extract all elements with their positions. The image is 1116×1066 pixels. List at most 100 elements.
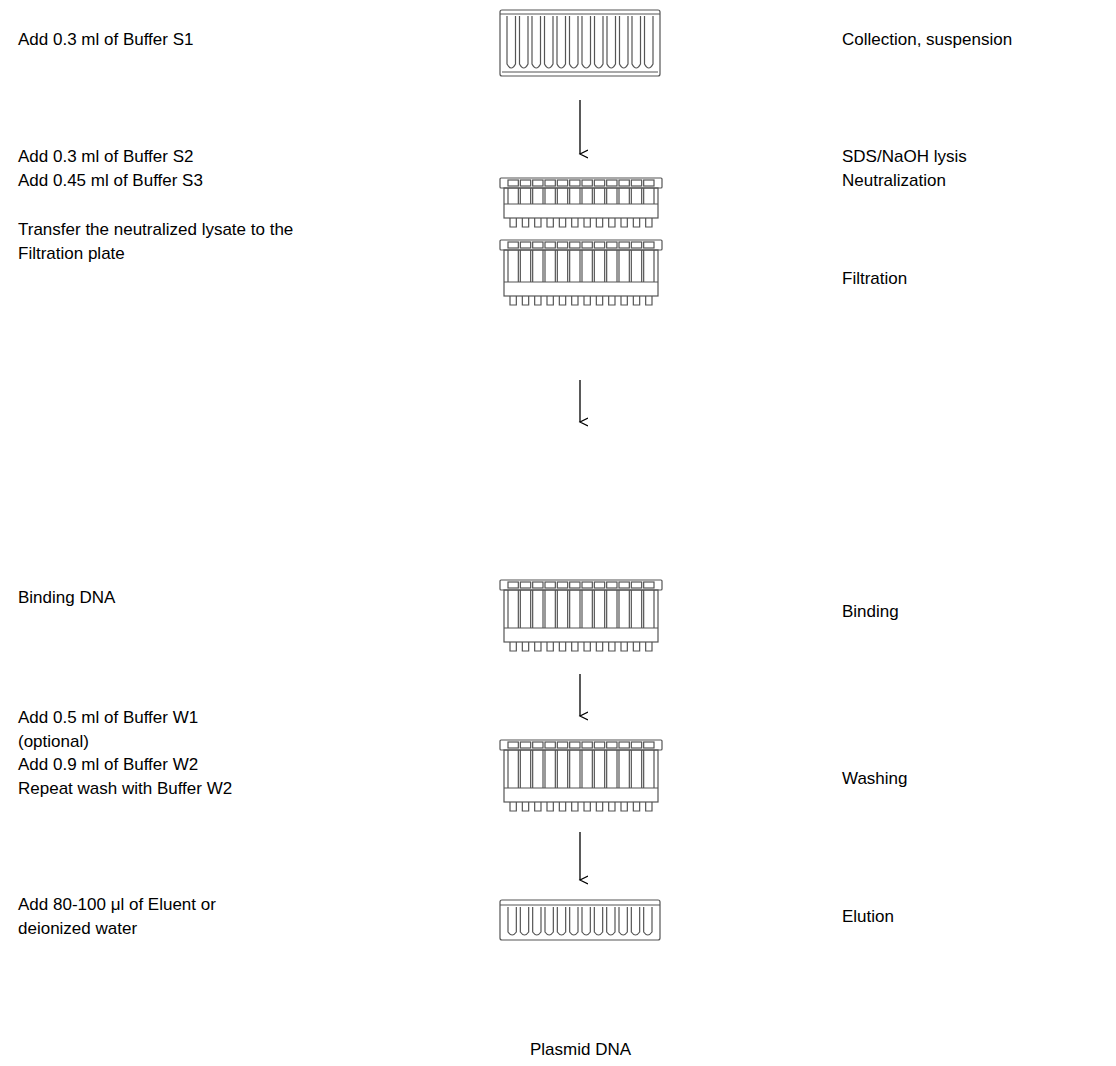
plate-stroke bbox=[533, 582, 543, 588]
plate-stroke bbox=[653, 750, 654, 788]
plate-stroke bbox=[621, 218, 627, 227]
plate-stroke bbox=[619, 582, 629, 588]
plate-stroke bbox=[533, 742, 543, 748]
plate-stroke bbox=[507, 16, 516, 68]
plate-stroke bbox=[572, 642, 578, 651]
plate-stroke bbox=[544, 250, 545, 282]
product-label: Plasmid DNA bbox=[530, 1038, 730, 1062]
plate-stroke bbox=[592, 188, 593, 204]
plate-stroke bbox=[544, 750, 545, 788]
plate-stroke bbox=[631, 742, 641, 748]
plate-stroke bbox=[557, 742, 567, 748]
plate-stroke bbox=[545, 582, 555, 588]
plate-stroke bbox=[530, 590, 531, 628]
plate-stroke bbox=[572, 802, 578, 811]
plate-stroke bbox=[581, 750, 582, 788]
plate-stroke bbox=[520, 250, 521, 282]
plate-stroke bbox=[633, 642, 639, 651]
plate-stroke bbox=[631, 242, 641, 248]
plate-stroke bbox=[581, 590, 582, 628]
plate-stroke bbox=[532, 750, 533, 788]
plate-stroke bbox=[581, 188, 582, 204]
plate-stroke bbox=[569, 750, 570, 788]
plate-stroke bbox=[653, 590, 654, 628]
plate-stroke bbox=[609, 642, 615, 651]
plate-stroke bbox=[579, 188, 580, 204]
plate-stroke bbox=[594, 582, 604, 588]
plate-stroke bbox=[504, 787, 658, 788]
plate-stroke bbox=[520, 242, 530, 248]
step-name: Neutralization bbox=[842, 169, 1102, 193]
plate-stroke bbox=[510, 296, 516, 305]
plate-stroke bbox=[533, 242, 543, 248]
plate-stroke bbox=[557, 180, 567, 186]
plate-stroke bbox=[547, 218, 553, 227]
plate-stroke bbox=[504, 203, 658, 204]
plate-stroke bbox=[584, 218, 590, 227]
step-name: Filtration bbox=[842, 267, 1102, 291]
plate-stroke bbox=[518, 250, 519, 282]
step-instruction: Add 0.45 ml of Buffer S3 bbox=[18, 169, 338, 193]
plate-stroke bbox=[557, 590, 558, 628]
plate-stroke bbox=[520, 750, 521, 788]
plate-stroke bbox=[643, 250, 644, 282]
plate-stroke bbox=[653, 188, 654, 204]
plate-stroke bbox=[644, 180, 654, 186]
plate-stroke bbox=[620, 16, 629, 68]
step-instruction: Binding DNA bbox=[18, 586, 338, 610]
plate-stroke bbox=[579, 250, 580, 282]
plate-stroke bbox=[555, 750, 556, 788]
plate-stroke bbox=[643, 188, 644, 204]
plate-stroke bbox=[557, 750, 558, 788]
plate-stroke bbox=[633, 296, 639, 305]
plate-stroke bbox=[520, 907, 528, 935]
plate-stroke bbox=[500, 900, 660, 940]
plate-stroke bbox=[606, 188, 607, 204]
plate-stroke bbox=[544, 590, 545, 628]
plate-stroke bbox=[510, 218, 516, 227]
plate-stroke bbox=[569, 188, 570, 204]
plate-stroke bbox=[522, 296, 528, 305]
plate-stroke bbox=[557, 188, 558, 204]
plate-stroke bbox=[520, 180, 530, 186]
plate-stroke bbox=[616, 188, 617, 204]
plate-stroke bbox=[621, 642, 627, 651]
plate-stroke bbox=[607, 180, 617, 186]
plate-stroke bbox=[555, 250, 556, 282]
plate-stroke bbox=[545, 16, 554, 68]
plate-stroke bbox=[555, 590, 556, 628]
plate-stroke bbox=[557, 582, 567, 588]
plate-stroke bbox=[619, 742, 629, 748]
plate-stroke bbox=[607, 16, 616, 68]
plate-stroke bbox=[535, 296, 541, 305]
plate-stroke bbox=[545, 180, 555, 186]
plate-stroke bbox=[616, 250, 617, 282]
plate-stroke bbox=[522, 642, 528, 651]
plate-stroke bbox=[559, 802, 565, 811]
plate-stroke bbox=[641, 750, 642, 788]
plate-stroke bbox=[594, 590, 595, 628]
plate-stroke bbox=[504, 590, 658, 642]
plate-stroke bbox=[507, 188, 508, 204]
step-instruction: Add 80-100 μl of Eluent or deionized wat… bbox=[18, 893, 258, 941]
plate-stroke bbox=[507, 590, 508, 628]
plate-stroke bbox=[520, 188, 521, 204]
plate-stroke bbox=[504, 281, 658, 282]
plate-stroke bbox=[619, 907, 627, 935]
plate-stroke bbox=[604, 250, 605, 282]
plate-stroke bbox=[504, 750, 658, 802]
plate-stroke bbox=[606, 590, 607, 628]
plate-stroke bbox=[594, 180, 604, 186]
plate-stroke bbox=[594, 742, 604, 748]
plate-stroke bbox=[606, 750, 607, 788]
plate-stroke bbox=[631, 750, 632, 788]
plate-stroke bbox=[604, 750, 605, 788]
plate-stroke bbox=[631, 590, 632, 628]
plate-stroke bbox=[569, 250, 570, 282]
flow-arrow bbox=[579, 832, 580, 880]
plate-stroke bbox=[530, 188, 531, 204]
plate-stroke bbox=[607, 242, 617, 248]
plate-stroke bbox=[607, 742, 617, 748]
plate-stroke bbox=[570, 742, 580, 748]
plate-stroke bbox=[604, 188, 605, 204]
